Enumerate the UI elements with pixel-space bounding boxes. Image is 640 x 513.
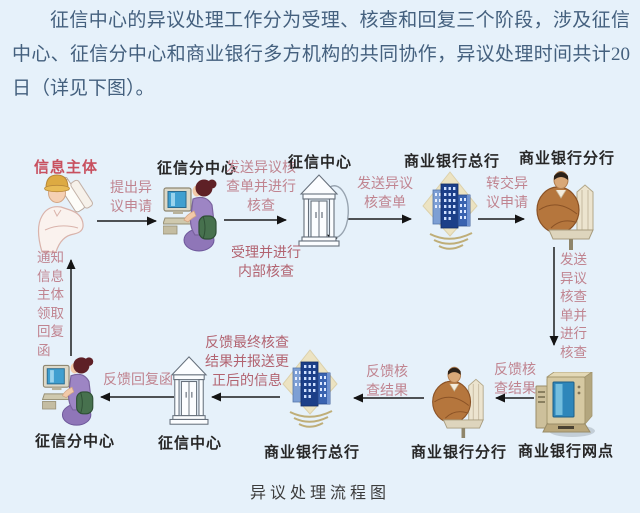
node-label-outlet: 商业银行网点 xyxy=(518,444,615,460)
edge-label-final-feedback: 反馈最终核查结果并报送更正后的信息 xyxy=(205,336,289,389)
man-at-desk-icon xyxy=(531,168,597,250)
edge-label-branch-feedback: 反馈核查结果 xyxy=(366,365,408,399)
edge-label-notify-subject: 通知信息主体领取回复函 xyxy=(37,250,64,358)
node-label-hq-bottom: 商业银行总行 xyxy=(264,445,361,461)
node-label-subcenter-bottom: 征信分中心 xyxy=(34,434,115,450)
bank-columns-icon xyxy=(298,172,340,250)
computer-terminal-icon xyxy=(534,372,596,438)
edge-label-submit: 提出异议申请 xyxy=(110,181,152,215)
node-label-center-top: 征信中心 xyxy=(288,155,353,171)
office-buildings-icon xyxy=(420,170,480,254)
node-label-hq-top: 商业银行总行 xyxy=(404,154,501,170)
edge-label-subcenter-check: 发送异议核查单并进行核查 xyxy=(226,161,296,214)
edge-label-reply-letter: 反馈回复函 xyxy=(103,373,173,388)
node-label-info-subject: 信息主体 xyxy=(33,160,98,176)
office-buildings-icon xyxy=(280,348,340,432)
node-label-subcenter-top: 征信分中心 xyxy=(156,161,237,177)
bank-columns-icon xyxy=(168,354,210,428)
edge-label-outlet-feedback: 反馈核查结果 xyxy=(494,363,536,397)
man-at-desk-icon xyxy=(426,364,488,438)
woman-at-computer-icon xyxy=(163,176,221,254)
node-label-branch-top: 商业银行分行 xyxy=(519,151,616,167)
woman-at-computer-icon xyxy=(42,354,98,428)
node-label-branch-bottom: 商业银行分行 xyxy=(411,445,508,461)
edge-label-branch-check: 发送异议核查单并进行核查 xyxy=(560,252,587,360)
intro-paragraph: 征信中心的异议处理工作分为受理、核查和回复三个阶段，涉及征信中心、征信分中心和商… xyxy=(12,10,630,99)
diagram-caption: 异议处理流程图 xyxy=(249,485,390,502)
hardhat-person-icon xyxy=(32,170,94,254)
edge-label-forward-request: 转交异议申请 xyxy=(486,177,528,211)
node-label-center-bottom: 征信中心 xyxy=(158,436,223,452)
edge-label-send-form: 发送异议核查单 xyxy=(357,177,413,211)
edge-label-internal-check: 受理并进行内部核查 xyxy=(231,246,301,280)
